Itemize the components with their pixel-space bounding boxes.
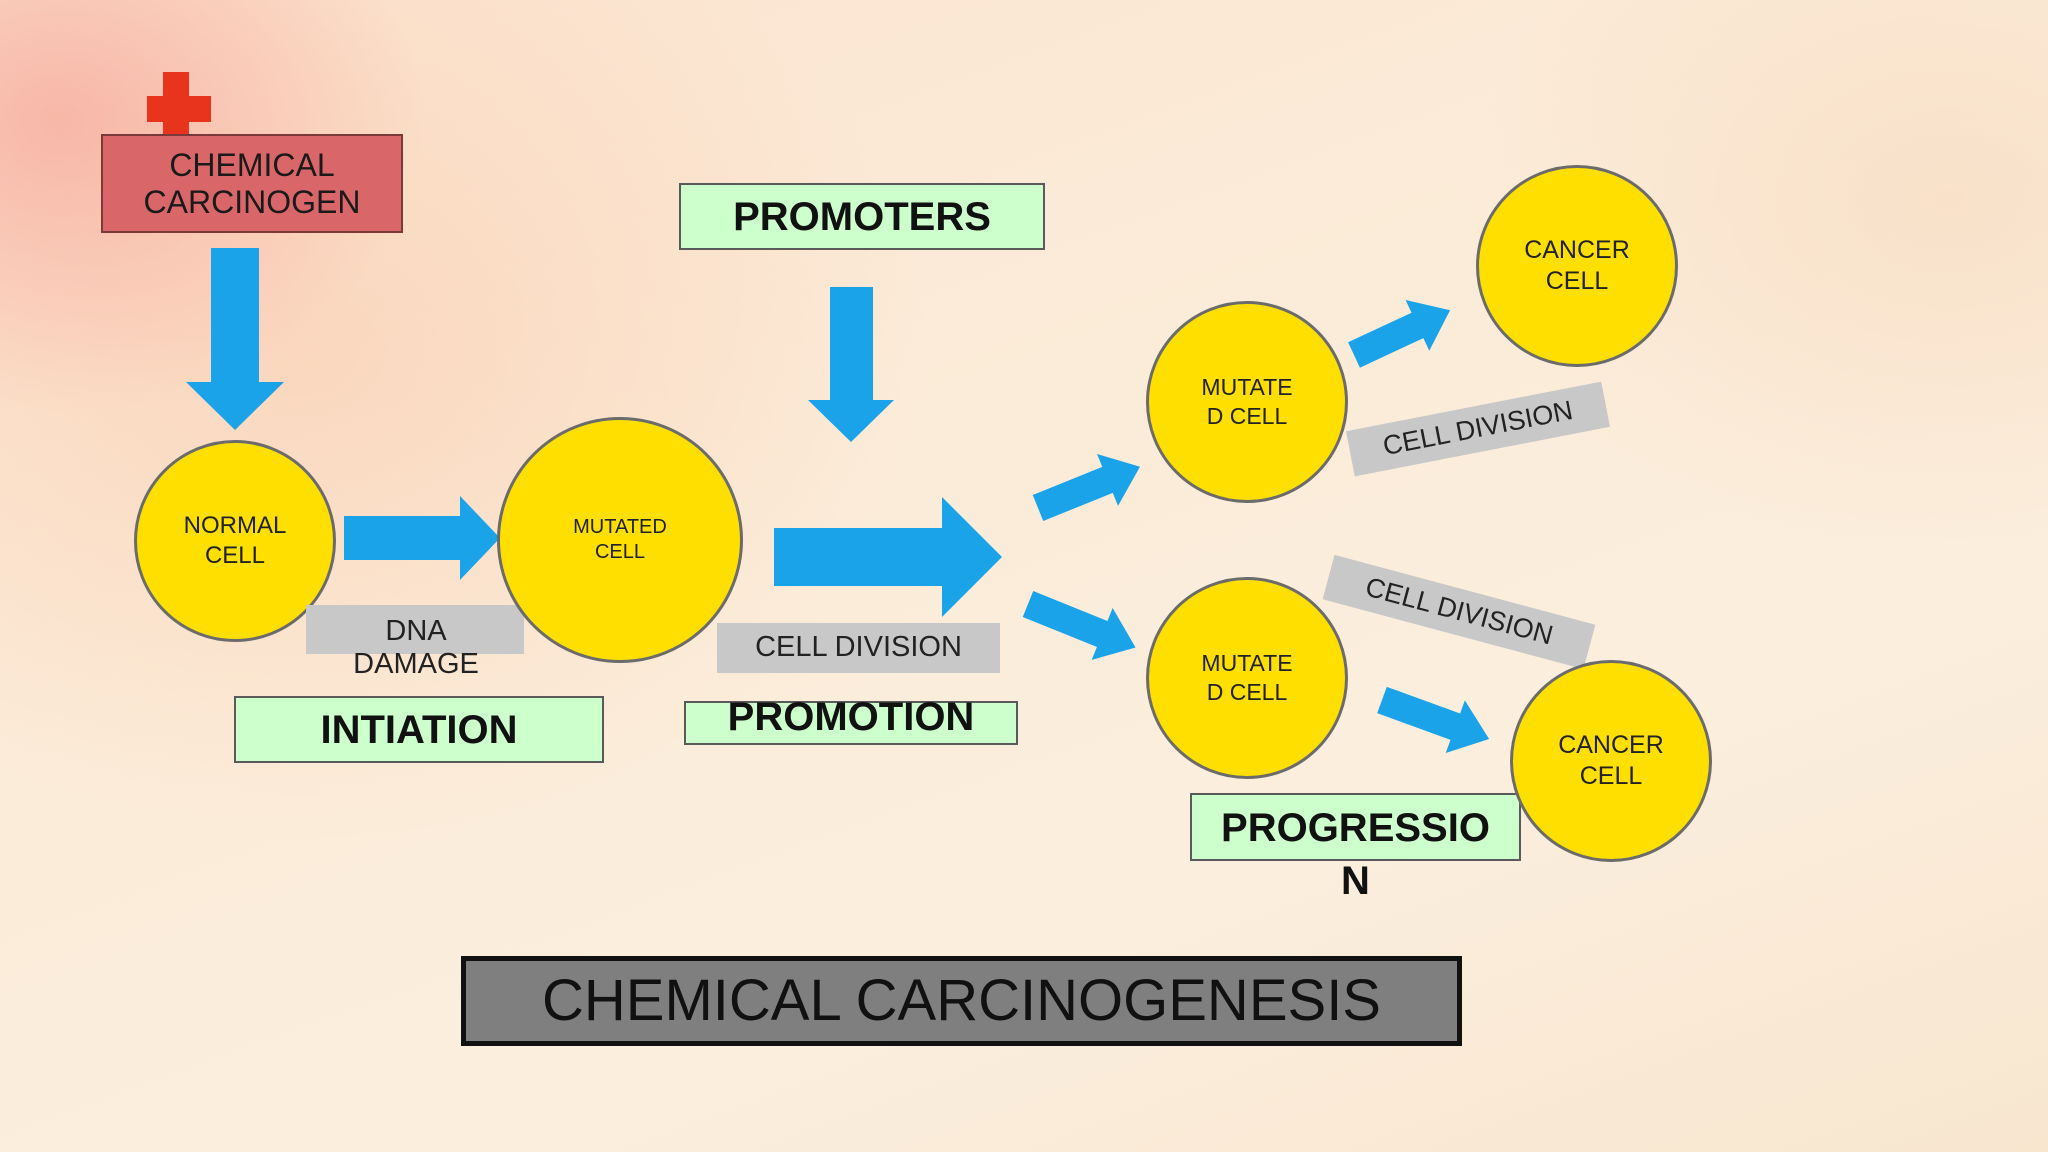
arrow-promotion-big	[774, 497, 1002, 617]
chemical-carcinogen-box: CHEMICAL CARCINOGEN	[101, 134, 403, 233]
chemical-carcinogen-label: CHEMICAL CARCINOGEN	[143, 146, 361, 220]
normal-cell: NORMAL CELL	[134, 440, 336, 642]
arrow-to-upper-cancer-cell	[1348, 300, 1451, 368]
red-cross-icon	[147, 72, 211, 136]
initiation-label: INTIATION	[320, 707, 518, 752]
progression-label-line2: N	[1341, 859, 1370, 903]
dna-damage-label-box	[306, 605, 524, 654]
arrow-to-lower-mutated-cell	[1022, 591, 1136, 660]
cell-division-main-label: CELL DIVISION	[755, 631, 962, 664]
initiation-box: INTIATION	[234, 696, 604, 763]
progression-label-line1: PROGRESSIO	[1221, 806, 1490, 850]
mutated-cell-upper: MUTATE D CELL	[1146, 301, 1348, 503]
arrow-to-upper-mutated-cell	[1032, 453, 1140, 521]
cell-division-main-box: CELL DIVISION	[717, 623, 1000, 673]
arrow-promoters-down	[808, 287, 894, 442]
cancer-cell-upper-label: CANCER CELL	[1524, 235, 1630, 295]
promoters-label: PROMOTERS	[733, 194, 991, 239]
diagram-title: CHEMICAL CARCINOGENESIS	[542, 967, 1381, 1033]
cancer-cell-lower-label: CANCER CELL	[1558, 730, 1664, 790]
mutated-cell-lower-label: MUTATE D CELL	[1201, 650, 1293, 705]
progression-text-line2: N	[1290, 856, 1421, 906]
promotion-text: PROMOTION	[684, 692, 1018, 742]
cancer-cell-lower: CANCER CELL	[1510, 660, 1712, 862]
progression-text-line1: PROGRESSIO	[1190, 803, 1521, 853]
promoters-box: PROMOTERS	[679, 183, 1045, 250]
promotion-label: PROMOTION	[727, 695, 975, 739]
mutated-cell-upper-label: MUTATE D CELL	[1201, 374, 1293, 429]
arrow-to-lower-cancer-cell	[1377, 686, 1490, 753]
diagram-title-box: CHEMICAL CARCINOGENESIS	[461, 956, 1462, 1046]
mutated-cell: MUTATED CELL	[497, 417, 743, 663]
promotion-box	[684, 701, 1018, 745]
normal-cell-label: NORMAL CELL	[183, 512, 287, 569]
mutated-cell-label: MUTATED CELL	[573, 516, 667, 563]
dna-damage-text: DNA DAMAGE	[353, 614, 479, 680]
progression-box	[1190, 793, 1521, 861]
cancer-cell-upper: CANCER CELL	[1476, 165, 1678, 367]
arrow-carcinogen-to-normal-cell	[186, 248, 284, 430]
mutated-cell-lower: MUTATE D CELL	[1146, 577, 1348, 779]
arrow-normal-to-mutated	[344, 496, 500, 580]
